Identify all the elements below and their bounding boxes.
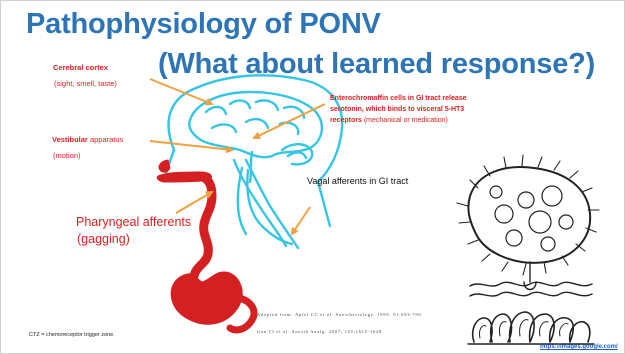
cerebellum: [282, 144, 312, 164]
granule-7: [541, 237, 555, 251]
ec-line-2: serotonin, which binds to visceral 5-HT3: [330, 106, 464, 115]
vestibular-label: Vestibular apparatus: [52, 135, 123, 144]
neck-outline: [318, 182, 330, 226]
head-outline: [166, 75, 342, 248]
ec-receptors-rest: (mechanical or medication): [362, 117, 448, 124]
brain-gyri-6: [246, 119, 268, 128]
ec-line-1: Enterochromaffin cells in GI tract relea…: [330, 95, 467, 104]
granule-6: [506, 230, 522, 246]
esophagus: [194, 196, 212, 276]
pharyngeal-detail: (gagging): [77, 232, 130, 248]
granule-8: [490, 186, 502, 198]
vagal-label: Vagal afferents in GI tract: [307, 176, 408, 187]
stomach: [171, 272, 242, 324]
brain-gyri-5: [212, 125, 236, 132]
granule-3: [495, 205, 513, 223]
vestibular-rest: apparatus: [88, 135, 123, 144]
ec-line-3: receptors (mechanical or medication): [330, 117, 448, 126]
ec-receptors-bold: receptors: [330, 117, 362, 124]
cortex-label: Cerebral cortex: [53, 63, 108, 72]
villi: [473, 312, 590, 342]
nose: [159, 160, 170, 172]
granule-1: [518, 192, 534, 208]
source-link[interactable]: https://images.google.com/: [540, 344, 618, 352]
brain-gyri-2: [230, 101, 250, 108]
cortex-detail: (sight, smell, taste): [54, 79, 117, 88]
ctz-note: CTZ = chemoreceptor trigger zone.: [29, 332, 115, 339]
arrow-cortex: [150, 79, 212, 104]
reference-2: Gan TJ et al. Anesth Analg. 2007; 105:16…: [257, 329, 382, 335]
vestibular-detail: (motion): [53, 151, 81, 160]
brain-gyri-1: [206, 107, 226, 114]
brain-gyri-3: [256, 100, 278, 110]
granule-4: [529, 211, 551, 233]
vestibular-bold: Vestibular: [52, 135, 88, 144]
pharyngeal-label: Pharyngeal afferents: [76, 215, 191, 231]
cell-cilia: [457, 155, 599, 275]
arrow-vagal: [292, 207, 310, 234]
villus-illustration: [457, 155, 599, 344]
granule-2: [542, 186, 562, 206]
reference-1: Adopted from: Apfel CC et al. Anesthesio…: [257, 312, 421, 318]
cell-body: [468, 167, 590, 263]
cerebellum-folia: [288, 152, 306, 158]
granule-5: [559, 215, 573, 229]
